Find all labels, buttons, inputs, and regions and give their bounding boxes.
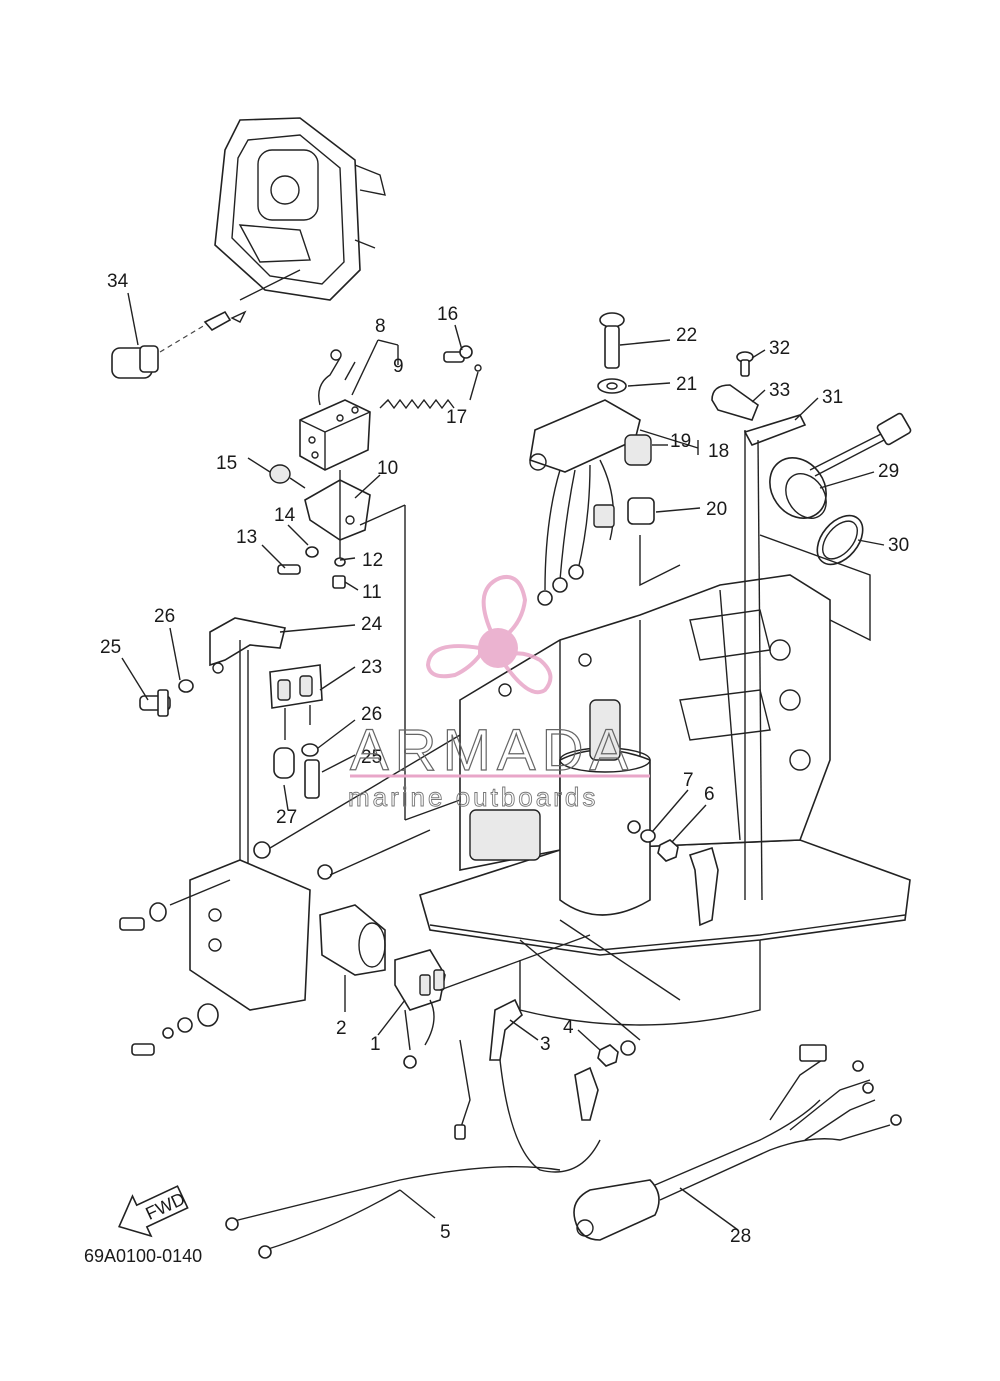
callout-28: 28 — [730, 1226, 751, 1247]
part-2-holder — [319, 904, 386, 976]
part-25-bolt — [139, 679, 194, 717]
watermark-tagline: marine outboards — [348, 782, 598, 812]
callout-6: 6 — [704, 784, 715, 805]
callout-1: 1 — [370, 1034, 381, 1055]
callout-21: 21 — [676, 374, 697, 395]
part-21-washer — [597, 378, 627, 394]
part-1-starter-relay — [394, 949, 446, 1069]
callout-9: 9 — [393, 356, 404, 377]
part-22-bolt — [599, 312, 625, 369]
part-30-seal — [816, 514, 864, 566]
callout-8: 8 — [375, 316, 386, 337]
part-23-relays — [269, 664, 323, 740]
part-13-14-bolt-washer — [277, 546, 346, 589]
part-32-screw — [736, 351, 754, 377]
callout-27: 27 — [276, 807, 297, 828]
callout-17: 17 — [446, 407, 467, 428]
armada-watermark: ARMADA marine outboards — [348, 575, 650, 812]
callout-31: 31 — [822, 387, 843, 408]
diagram-code: 69A0100-0140 — [84, 1246, 202, 1266]
callout-13: 13 — [236, 527, 257, 548]
callout-4: 4 — [563, 1017, 574, 1038]
callout-22: 22 — [676, 325, 697, 346]
callout-24: 24 — [361, 614, 383, 635]
callout-11: 11 — [362, 582, 382, 603]
part-20-collar — [627, 497, 655, 525]
lower-bracket-left — [119, 841, 333, 1056]
guide-frames — [169, 504, 871, 1041]
part-3-cap — [489, 998, 523, 1061]
part-34-cover — [214, 117, 386, 301]
leader-lines — [121, 292, 885, 1231]
callout-30: 30 — [888, 535, 909, 556]
part-33-clamp — [711, 384, 759, 421]
callout-26: 26 — [154, 606, 175, 627]
part-8-block — [299, 349, 371, 471]
callout-29: 29 — [878, 461, 899, 482]
callout-5: 5 — [440, 1222, 451, 1243]
part-cap-boot — [688, 846, 719, 927]
callout-26b: 26 — [361, 704, 382, 725]
watermark-brand: ARMADA — [350, 718, 634, 783]
part-29-connector — [769, 412, 912, 519]
part-27-fuse — [273, 747, 295, 779]
part-31-stay — [743, 414, 807, 901]
callout-7: 7 — [683, 770, 694, 791]
callout-20: 20 — [706, 499, 727, 520]
callout-23: 23 — [361, 657, 382, 678]
callout-labels: 1 2 3 4 5 6 7 8 9 10 11 12 13 14 15 16 1… — [100, 271, 909, 1247]
callout-19: 19 — [670, 431, 691, 452]
callout-34: 34 — [107, 271, 129, 292]
callout-33: 33 — [769, 380, 790, 401]
callout-18: 18 — [708, 441, 729, 462]
part-28-harness — [573, 1044, 902, 1241]
fwd-arrow: FWD — [118, 1185, 189, 1238]
part-5-harness — [225, 1039, 601, 1259]
part-15-grommet — [269, 464, 306, 489]
callout-10: 10 — [377, 458, 398, 479]
callout-12: 12 — [362, 550, 383, 571]
engine-block — [419, 574, 911, 1026]
propeller-logo — [425, 575, 553, 695]
part-9-spring — [379, 398, 455, 410]
callout-16: 16 — [437, 304, 458, 325]
callout-14: 14 — [274, 505, 296, 526]
callout-25b: 25 — [361, 747, 382, 768]
callout-32: 32 — [769, 338, 790, 359]
part-34-sensor — [111, 310, 247, 379]
part-6-7-nut-washer — [627, 820, 679, 862]
part-10-bracket — [304, 470, 371, 560]
callout-2: 2 — [336, 1018, 347, 1039]
part-16-bolt — [443, 345, 482, 372]
part-18-regulator — [529, 399, 641, 606]
part-4-nut — [597, 1040, 636, 1067]
part-25b-bolt — [301, 743, 320, 799]
part-19-grommet — [624, 434, 652, 466]
callout-3: 3 — [540, 1034, 551, 1055]
callout-15: 15 — [216, 453, 237, 474]
callout-25: 25 — [100, 637, 121, 658]
